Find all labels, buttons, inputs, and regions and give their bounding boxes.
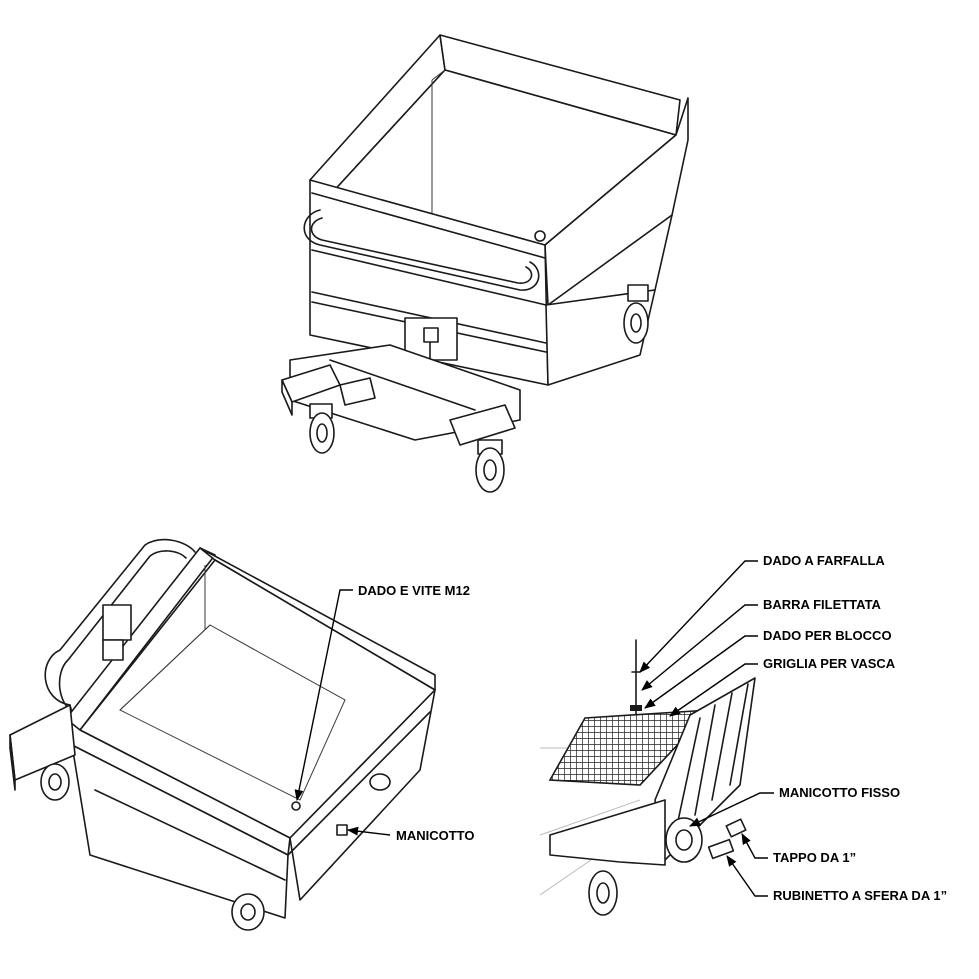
bottom-left-skip-drawing [9, 538, 436, 931]
top-skip-drawing [281, 34, 689, 493]
leader-lines [294, 560, 774, 897]
caster-wheel [309, 403, 335, 454]
label-manicotto: MANICOTTO [396, 828, 474, 843]
bolt-m12 [291, 801, 301, 811]
label-griglia-per-vasca: GRIGLIA PER VASCA [763, 656, 896, 671]
label-rubinetto: RUBINETTO A SFERA DA 1” [773, 888, 947, 903]
label-dado-per-blocco: DADO PER BLOCCO [763, 628, 892, 643]
label-dado-e-vite: DADO E VITE M12 [358, 583, 470, 598]
caster-wheel [623, 284, 649, 344]
label-barra-filettata: BARRA FILETTATA [763, 597, 882, 612]
label-tappo: TAPPO DA 1” [773, 850, 856, 865]
label-dado-a-farfalla: DADO A FARFALLA [763, 553, 885, 568]
label-manicotto-fisso: MANICOTTO FISSO [779, 785, 900, 800]
manicotto-fitting [336, 824, 348, 836]
bottom-right-grid-drawing [539, 639, 756, 916]
caster-wheel [475, 439, 505, 493]
grid-grate [548, 709, 712, 786]
